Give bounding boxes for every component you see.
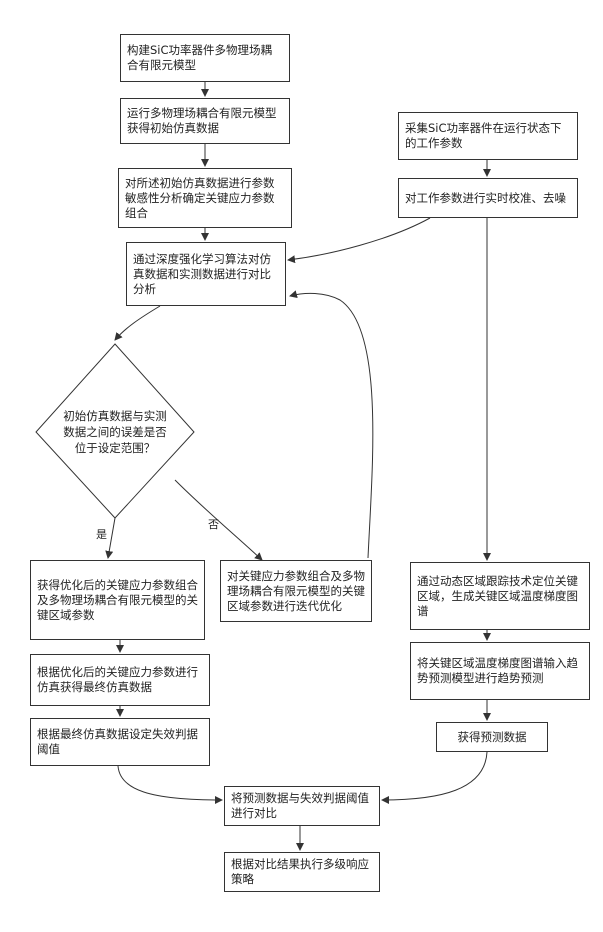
step-final-simulation: 根据优化后的关键应力参数进行仿真获得最终仿真数据 [30, 654, 210, 706]
step-collect-params: 采集SiC功率器件在运行状态下的工作参数 [398, 112, 578, 160]
step-response-strategy: 根据对比结果执行多级响应策略 [224, 852, 380, 892]
step-sensitivity-analysis: 对所述初始仿真数据进行参数敏感性分析确定关键应力参数组合 [118, 168, 292, 228]
arrow-s8-b1 [118, 766, 222, 800]
step-region-tracking: 通过动态区域跟踪技术定位关键区域，生成关键区域温度梯度图谱 [410, 562, 590, 630]
decision-question: 初始仿真数据与实测数据之间的误差是否位于设定范围？ [58, 408, 172, 456]
no-label: 否 [208, 516, 219, 532]
step-run-model: 运行多物理场耦合有限元模型获得初始仿真数据 [120, 98, 290, 144]
arrow-yes [108, 518, 115, 558]
arrow-loop [290, 293, 373, 558]
step-failure-threshold: 根据最终仿真数据设定失效判据阈值 [30, 718, 210, 766]
step-trend-prediction: 将关键区域温度梯度图谱输入趋势预测模型进行趋势预测 [410, 642, 590, 700]
arrow-r5-b1 [382, 752, 487, 800]
arrow-r2-s4 [288, 218, 430, 260]
step-compare-threshold: 将预测数据与失效判据阈值进行对比 [224, 786, 380, 826]
yes-label: 是 [96, 526, 107, 542]
step-optimized-params: 获得优化后的关键应力参数组合及多物理场耦合有限元模型的关键区域参数 [30, 560, 205, 640]
step-calibrate-denoise: 对工作参数进行实时校准、去噪 [398, 178, 578, 218]
step-prediction-data: 获得预测数据 [436, 722, 548, 752]
step-build-model: 构建SiC功率器件多物理场耦合有限元模型 [120, 34, 290, 82]
arrow-s4-decision [115, 306, 160, 340]
step-iterative-optimization: 对关键应力参数组合及多物理场耦合有限元模型的关键区域参数进行迭代优化 [220, 560, 372, 622]
step-drl-comparison: 通过深度强化学习算法对仿真数据和实测数据进行对比分析 [126, 242, 286, 306]
